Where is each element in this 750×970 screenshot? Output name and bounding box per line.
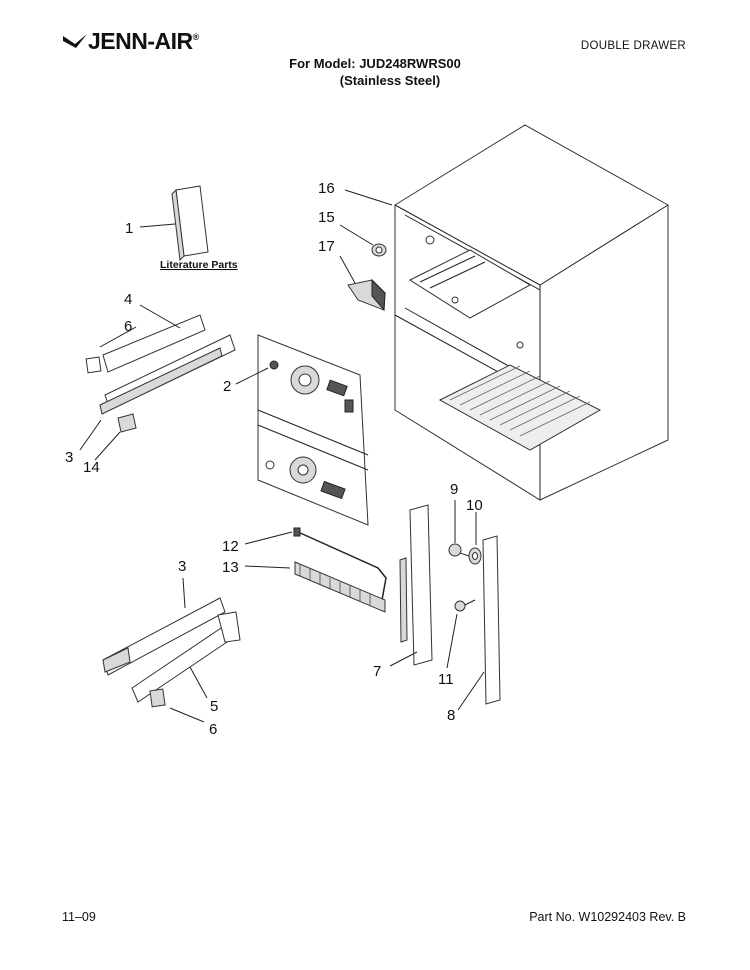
callout-11: 11 <box>438 671 454 688</box>
brand-name: JENN-AIR <box>88 28 193 54</box>
callout-1: 1 <box>125 220 133 237</box>
callout-12: 12 <box>222 538 239 555</box>
callout-14: 14 <box>83 459 100 476</box>
callout-16: 16 <box>318 180 335 197</box>
brand-logo: JENN-AIR ® <box>62 28 199 55</box>
callout-13: 13 <box>222 559 239 576</box>
callout-2: 2 <box>223 378 231 395</box>
model-line: For Model: JUD248RWRS00 <box>289 56 461 71</box>
callout-3-upper: 3 <box>65 449 73 466</box>
cabinet-drawing <box>394 124 669 501</box>
callout-7: 7 <box>373 663 381 680</box>
lower-drawer-slide-assembly <box>102 597 241 708</box>
callout-8: 8 <box>447 707 455 724</box>
model-heading: For Model: JUD248RWRS00 (Stainless Steel… <box>250 55 500 89</box>
gasket-and-light-housing <box>347 243 387 312</box>
part-number: Part No. W10292403 Rev. B <box>529 910 686 924</box>
leader-lines <box>79 189 485 723</box>
section-title: DOUBLE DRAWER <box>580 40 686 52</box>
callout-4: 4 <box>124 291 132 308</box>
revision-date: 11–09 <box>62 910 96 924</box>
control-panel-assembly <box>257 334 369 526</box>
led-light-bar <box>293 527 387 613</box>
literature-parts-booklet <box>171 185 209 262</box>
vertical-rails-and-hardware <box>399 504 501 705</box>
callout-6-upper: 6 <box>124 318 132 335</box>
callout-17: 17 <box>318 238 335 255</box>
jenn-air-swoosh-icon <box>63 33 87 48</box>
registered-mark: ® <box>192 31 200 42</box>
literature-parts-label: Literature Parts <box>160 259 238 271</box>
upper-drawer-slide-assembly <box>85 314 236 433</box>
callout-6-lower: 6 <box>209 721 217 738</box>
finish-line: (Stainless Steel) <box>339 73 441 88</box>
callout-15: 15 <box>318 209 335 226</box>
callout-numbers: 1 2 3 3 4 5 6 6 7 8 9 10 11 12 13 14 15 … <box>65 180 483 738</box>
callout-3-lower: 3 <box>178 558 186 575</box>
callout-10: 10 <box>466 497 483 514</box>
callout-5: 5 <box>210 698 218 715</box>
callout-9: 9 <box>450 481 458 498</box>
